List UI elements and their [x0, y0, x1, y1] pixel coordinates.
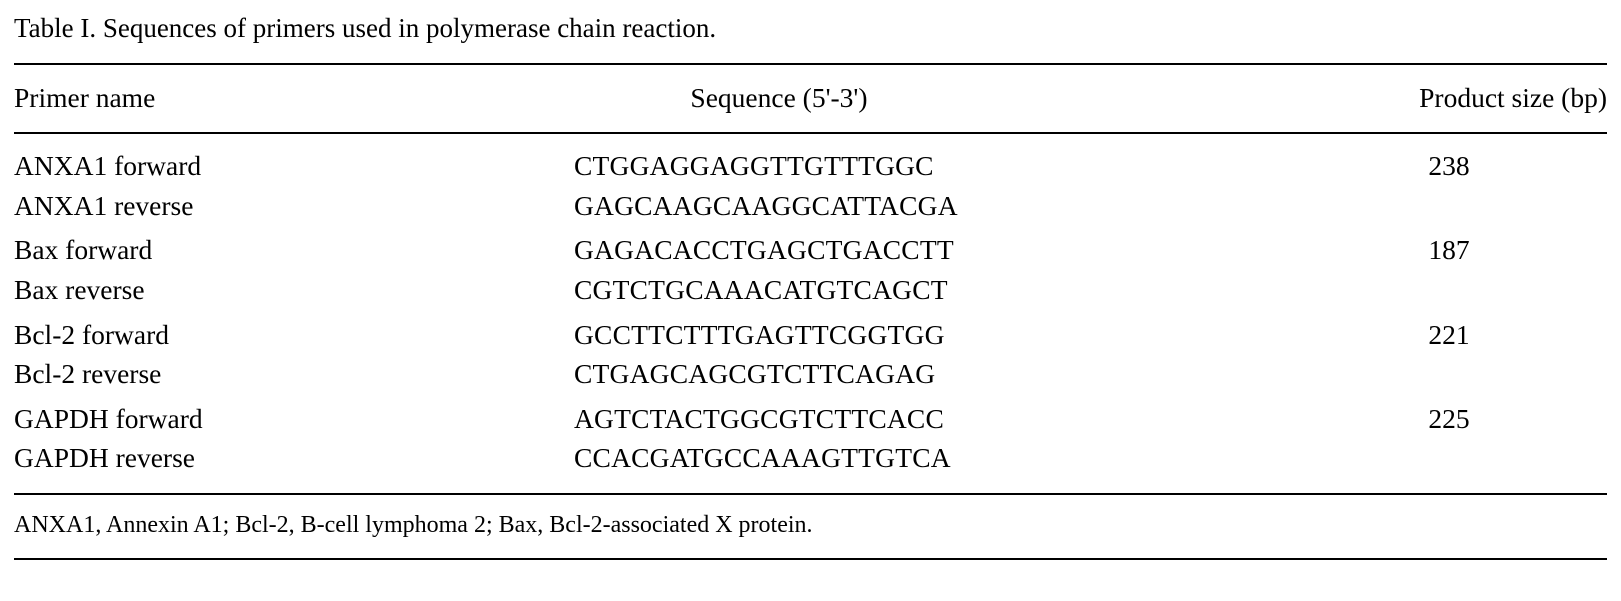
- primer-name-cell: GAPDH forward: [14, 403, 203, 434]
- sequence-cell: CTGGAGGAGGTTGTTTGGC: [574, 150, 934, 181]
- table-row: Bcl-2 reverse CTGAGCAGCGTCTTCAGAG: [14, 354, 1607, 394]
- product-size-cell: 238: [1428, 150, 1470, 181]
- product-size-cell: 221: [1428, 319, 1470, 350]
- primer-name-cell: Bax reverse: [14, 274, 145, 305]
- table-row: ANXA1 reverse GAGCAAGCAAGGCATTACGA: [14, 186, 1607, 226]
- sequence-cell: GCCTTCTTTGAGTTCGGTGG: [574, 319, 945, 350]
- header-sequence: Sequence (5'-3'): [690, 82, 868, 113]
- footnote-rule: [14, 558, 1607, 560]
- primer-name-cell: Bcl-2 reverse: [14, 358, 162, 389]
- table-top-rule: [14, 63, 1607, 65]
- sequence-cell: GAGACACCTGAGCTGACCTT: [574, 234, 954, 265]
- table-row: ANXA1 forward CTGGAGGAGGTTGTTTGGC 238: [14, 146, 1607, 186]
- header-product-size: Product size (bp): [1419, 82, 1607, 113]
- primer-name-cell: ANXA1 reverse: [14, 190, 194, 221]
- sequence-cell: CGTCTGCAAACATGTCAGCT: [574, 274, 948, 305]
- primer-name-cell: ANXA1 forward: [14, 150, 202, 181]
- table-bottom-rule: [14, 493, 1607, 495]
- table-header-row: Primer name Sequence (5'-3') Product siz…: [14, 78, 1607, 118]
- sequence-cell: CCACGATGCCAAAGTTGTCA: [574, 442, 951, 473]
- table-footnote: ANXA1, Annexin A1; Bcl-2, B-cell lymphom…: [14, 512, 813, 538]
- product-size-cell: 187: [1428, 234, 1470, 265]
- table-row: Bax reverse CGTCTGCAAACATGTCAGCT: [14, 270, 1607, 310]
- table-row: GAPDH forward AGTCTACTGGCGTCTTCACC 225: [14, 399, 1607, 439]
- sequence-cell: GAGCAAGCAAGGCATTACGA: [574, 190, 958, 221]
- table-row: Bcl-2 forward GCCTTCTTTGAGTTCGGTGG 221: [14, 315, 1607, 355]
- sequence-cell: AGTCTACTGGCGTCTTCACC: [574, 403, 944, 434]
- sequence-cell: CTGAGCAGCGTCTTCAGAG: [574, 358, 936, 389]
- primer-name-cell: Bcl-2 forward: [14, 319, 170, 350]
- table-caption: Table I. Sequences of primers used in po…: [14, 13, 717, 43]
- primer-name-cell: GAPDH reverse: [14, 442, 195, 473]
- table-row: Bax forward GAGACACCTGAGCTGACCTT 187: [14, 230, 1607, 270]
- header-primer-name: Primer name: [14, 82, 156, 113]
- table-row: GAPDH reverse CCACGATGCCAAAGTTGTCA: [14, 438, 1607, 478]
- primer-name-cell: Bax forward: [14, 234, 153, 265]
- table-header-rule: [14, 132, 1607, 134]
- product-size-cell: 225: [1428, 403, 1470, 434]
